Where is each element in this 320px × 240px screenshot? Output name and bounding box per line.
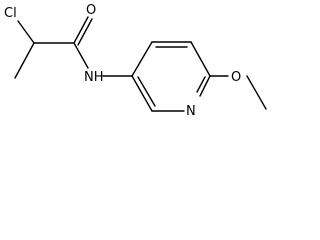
bond-carbonyl-c-nh bbox=[73, 42, 89, 69]
atom-label-n-ring: N bbox=[186, 104, 196, 119]
chemical-structure-diagram: Cl O NH N O bbox=[4, 3, 267, 119]
atom-label-o-carbonyl: O bbox=[86, 3, 96, 18]
ring-bond-4-inner bbox=[196, 76, 206, 93]
atom-label-nh: NH bbox=[84, 70, 104, 85]
ring-bond-3 bbox=[190, 41, 211, 77]
bond-cl-c bbox=[17, 20, 35, 44]
ring-bond-4 bbox=[199, 75, 211, 97]
ring-bond-6-inner bbox=[137, 76, 156, 107]
ring-bond-6 bbox=[131, 75, 153, 112]
atom-label-cl: Cl bbox=[4, 6, 17, 21]
ring-bond-1 bbox=[131, 41, 153, 77]
atom-label-o-methoxy: O bbox=[231, 70, 241, 85]
bond-c-ch3 bbox=[14, 42, 35, 79]
structure-canvas: Cl O NH N O bbox=[0, 0, 277, 120]
bond-carbonyl-double-2 bbox=[77, 18, 93, 46]
bond-carbonyl-double-1 bbox=[73, 16, 89, 44]
bond-o-ch3 bbox=[246, 75, 267, 110]
